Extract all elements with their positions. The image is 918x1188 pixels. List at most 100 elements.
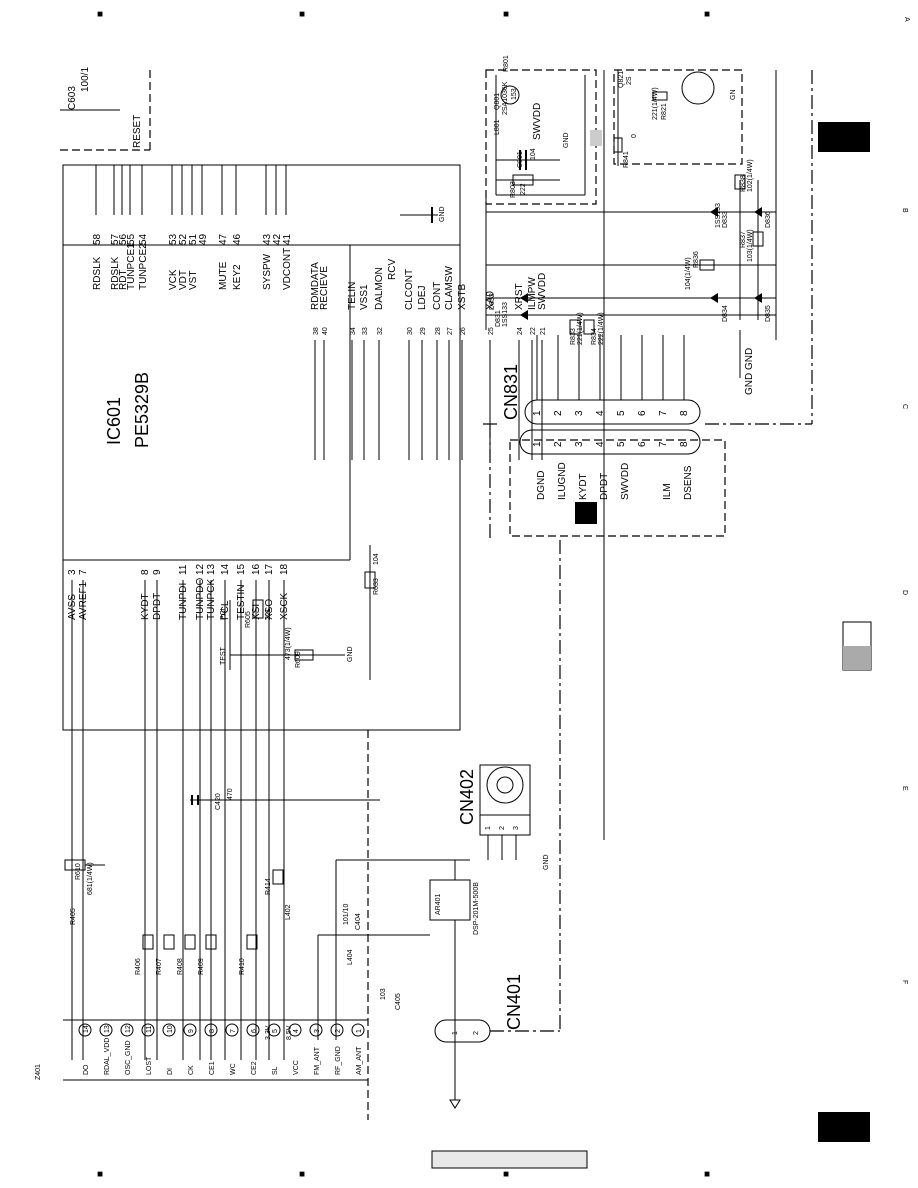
ic601-pin-name: RDMDATA (310, 262, 321, 310)
r609-ref: R609 (295, 651, 302, 668)
z401-pin-number: 10 (167, 1025, 174, 1033)
test-label: TEST (220, 646, 227, 665)
cn831-pin-number-lower: 4 (595, 441, 606, 447)
side-letter-c: C (901, 404, 908, 409)
z401-pin-name: DI (167, 1068, 174, 1075)
ic601-outline (62, 164, 461, 731)
ic601-pin-number: 42 (272, 233, 283, 245)
cn831-signal-label: DSENS (683, 465, 694, 500)
z401-pin-name: CK (188, 1065, 195, 1075)
page-number-box (431, 1150, 588, 1169)
bottom-mark-3: ■ (503, 1169, 509, 1180)
side-letter-a: A (903, 17, 910, 22)
ic601-pin-number: 26 (460, 327, 467, 335)
ic601-pin-name: ILMPW (527, 277, 538, 310)
ic601-pin-number: 22 (530, 327, 537, 335)
ic601-pin-number: 47 (218, 233, 229, 245)
z401-pin-name: SL (272, 1066, 279, 1075)
z401-pin-number: 7 (230, 1029, 237, 1033)
c801-val: 104 (530, 148, 537, 160)
r801-ref: R801 (503, 55, 510, 72)
cn401-body (434, 1019, 491, 1043)
cn831-pin-number: 7 (658, 410, 669, 416)
ic601-pin-name: XSTB (457, 284, 468, 310)
cn401-ref: CN401 (504, 974, 524, 1030)
c405-ref: C405 (395, 993, 402, 1010)
ar401-ref: AR401 (435, 893, 442, 915)
r406-ref: R406 (135, 958, 142, 975)
z401-pin-number: 8 (209, 1029, 216, 1033)
c405-val: 103 (380, 988, 387, 1000)
dotted-pad (590, 130, 602, 146)
ic601-pin-name: RECIEVE (319, 266, 330, 310)
r633-val: 104 (373, 553, 380, 565)
reset-label: RESET (132, 115, 143, 148)
cn831-pin-number-lower: 2 (553, 441, 564, 447)
diode-matrix: D831 1SS133 D832 D833 1SS133 D834 D835 D… (485, 70, 777, 345)
r834-ref: R834 (591, 328, 598, 345)
z401-pin-circle (225, 1023, 239, 1037)
ic601-pin-name: MUTE (218, 261, 229, 290)
cn831-pin-number: 1 (532, 410, 543, 416)
d831-ref: D831 (495, 310, 502, 327)
bottom-mark-2: ■ (299, 1169, 305, 1180)
top-mark-3: ■ (503, 9, 509, 20)
ic601-pin-name: XRST (514, 283, 525, 310)
ic601-pin-number: 57 (110, 233, 121, 245)
ic601-pin-number: 54 (138, 233, 149, 245)
cn402-block: CN402 1 2 3 GND (457, 764, 550, 870)
r837-ref: R837 (740, 231, 747, 248)
ic601-pin-name: LDEJ (417, 286, 428, 310)
r838-val: 102(1/4W) (747, 159, 754, 192)
ic601-ref: IC601 (104, 397, 124, 445)
ic601-pin-number: 53 (168, 233, 179, 245)
r605-val: 221 (265, 608, 272, 620)
cn402-gnd: GND (543, 854, 550, 870)
z401-pin-number: 5 (272, 1029, 279, 1033)
rcv-label: RCV (387, 259, 398, 280)
ic601-pin-number: 13 (206, 563, 217, 575)
z401-pin-circle (78, 1023, 92, 1037)
z401-pin-circle (183, 1023, 197, 1037)
cn831-pin-number: 6 (637, 410, 648, 416)
q801-dashed-box (485, 69, 597, 205)
r834-val: 222(1/4W) (598, 312, 605, 345)
ic601-pin-number: 40 (322, 327, 329, 335)
reset-block: RESET C603 100/1 (60, 67, 151, 151)
cn831-pin-number: 5 (616, 410, 627, 416)
ic601-pin-number: 7 (78, 569, 89, 575)
z401-pin-number: 11 (146, 1026, 153, 1033)
z401-pin-number: 14 (83, 1025, 90, 1033)
cn831-signal-label: KYDT (578, 473, 589, 500)
cn831-pin-number-lower: 3 (574, 441, 585, 447)
index-box-fill (843, 646, 871, 670)
z401-pin-name: CE1 (209, 1061, 216, 1075)
d834-ref: D834 (722, 305, 729, 322)
ic601-pin-number: 11 (178, 564, 189, 575)
ic601-pin-number: 55 (126, 233, 137, 245)
q821-gnd: GN (730, 90, 737, 101)
q821-part: 2S (626, 76, 633, 85)
ic601-pin-number: 14 (220, 563, 231, 575)
pcl-label: PCL (220, 606, 227, 620)
q801-gnd: GND (563, 132, 570, 148)
ic601-pin-number: 34 (350, 327, 357, 335)
ic601-pin-number: 43 (262, 233, 273, 245)
z401-pin-name: FM_ANT (314, 1046, 321, 1075)
section-tab-top (818, 122, 870, 152)
d836-ref: D836 (765, 211, 772, 228)
ic601-pin-name: CLAMSW (444, 266, 455, 310)
z401-pin-name: DO (83, 1064, 90, 1075)
z401-pin-circle (120, 1023, 134, 1037)
r610-val: 681(1/4W) (87, 862, 94, 895)
ic601-bottom-pins: 3AVSS7AVREF18KYDT9DPDT11TUNPDI12TUNPDO13… (67, 563, 290, 1060)
q821-ref: Q821 (618, 71, 625, 88)
r821-val: 221(1/4W) (652, 87, 659, 120)
cn831-pin-number: 8 (679, 410, 690, 416)
side-letter-f: F (901, 980, 908, 984)
ic601-pin-number: 28 (435, 327, 442, 335)
ic601-pin-name: VSS1 (359, 284, 370, 310)
z401-pin-circle (141, 1023, 155, 1037)
cn401-pin-2: 2 (473, 1031, 480, 1035)
ic601-pin-name: VST (188, 271, 199, 290)
